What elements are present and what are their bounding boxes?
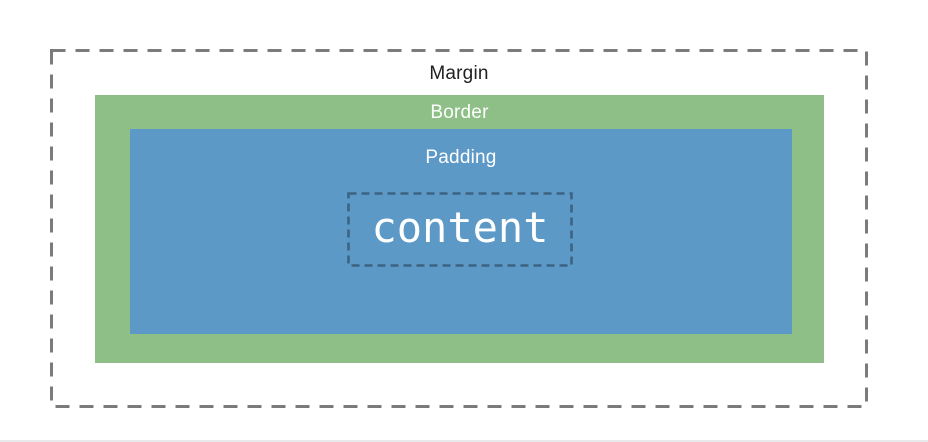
padding-label: Padding (425, 147, 497, 168)
border-label: Border (430, 102, 489, 123)
content-box: content (347, 192, 573, 267)
margin-label: Margin (429, 63, 489, 84)
bottom-divider (0, 440, 928, 442)
content-label: content (371, 202, 549, 252)
